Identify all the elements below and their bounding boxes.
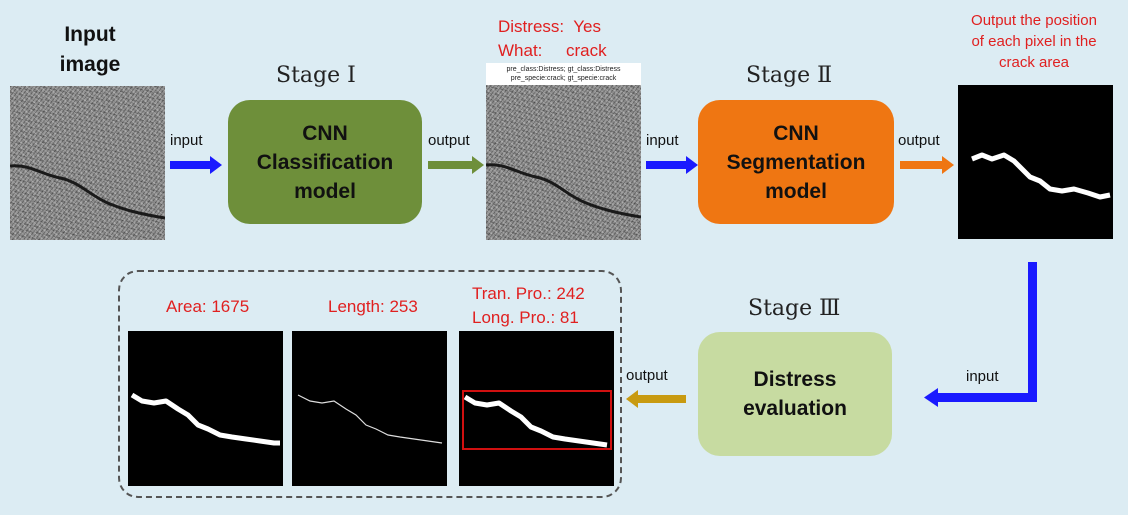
arrow-label-input-1: input xyxy=(170,132,203,149)
segmentation-mask-image xyxy=(958,85,1113,239)
caption-line-1: pre_class:Distress; gt_class:Distress xyxy=(506,66,621,73)
arrow-label-output-3: output xyxy=(626,367,668,384)
crack-skeleton-icon xyxy=(297,394,443,444)
stage-one-title: Stage Ⅰ xyxy=(276,63,356,88)
crack-bbox-icon xyxy=(462,390,612,450)
long-pro-value: Long. Pro.: 81 xyxy=(472,308,579,327)
arrow-label-output-2: output xyxy=(898,132,940,149)
crack-mask-icon xyxy=(971,152,1111,200)
classified-pavement-image xyxy=(486,85,641,240)
distress-result-text: Distress: Yes xyxy=(498,17,601,36)
distress-evaluation-box: Distress evaluation xyxy=(698,332,892,456)
cnn-segmentation-model-box: CNN Segmentation model xyxy=(698,100,894,224)
what-result-text: What: crack xyxy=(498,41,607,60)
blue-arrow-icon xyxy=(646,156,698,174)
green-arrow-icon xyxy=(428,156,484,174)
area-value: Area: 1675 xyxy=(166,297,250,316)
crack-line-icon xyxy=(486,163,641,219)
gold-arrow-icon xyxy=(626,390,686,408)
caption-line-2: pre_specie:crack; gt_specie:crack xyxy=(510,75,617,82)
classification-caption: pre_class:Distress; gt_class:Distress pr… xyxy=(486,63,641,85)
tran-pro-value: Tran. Pro.: 242 xyxy=(472,284,585,303)
evaluation-results-group xyxy=(118,270,622,498)
blue-arrow-icon xyxy=(170,156,222,174)
length-skeleton-image xyxy=(292,331,447,486)
arrow-label-input-3: input xyxy=(966,368,999,385)
input-pavement-image xyxy=(10,86,165,240)
stage-three-title: Stage Ⅲ xyxy=(748,296,841,321)
arrow-label-input-2: input xyxy=(646,132,679,149)
stage-two-title: Stage Ⅱ xyxy=(746,63,833,88)
arrow-label-output-1: output xyxy=(428,132,470,149)
orange-arrow-icon xyxy=(900,156,954,174)
area-mask-image xyxy=(128,331,283,486)
bbox-mask-image xyxy=(459,331,614,486)
input-image-title: Input image xyxy=(59,23,121,76)
crack-line-icon xyxy=(10,164,165,220)
length-value: Length: 253 xyxy=(328,297,418,316)
segmentation-caption: Output the position of each pixel in the… xyxy=(971,12,1097,71)
blue-bent-arrow-icon xyxy=(924,262,1037,407)
crack-mask-icon xyxy=(130,392,280,446)
cnn-classification-model-box: CNN Classification model xyxy=(228,100,422,224)
